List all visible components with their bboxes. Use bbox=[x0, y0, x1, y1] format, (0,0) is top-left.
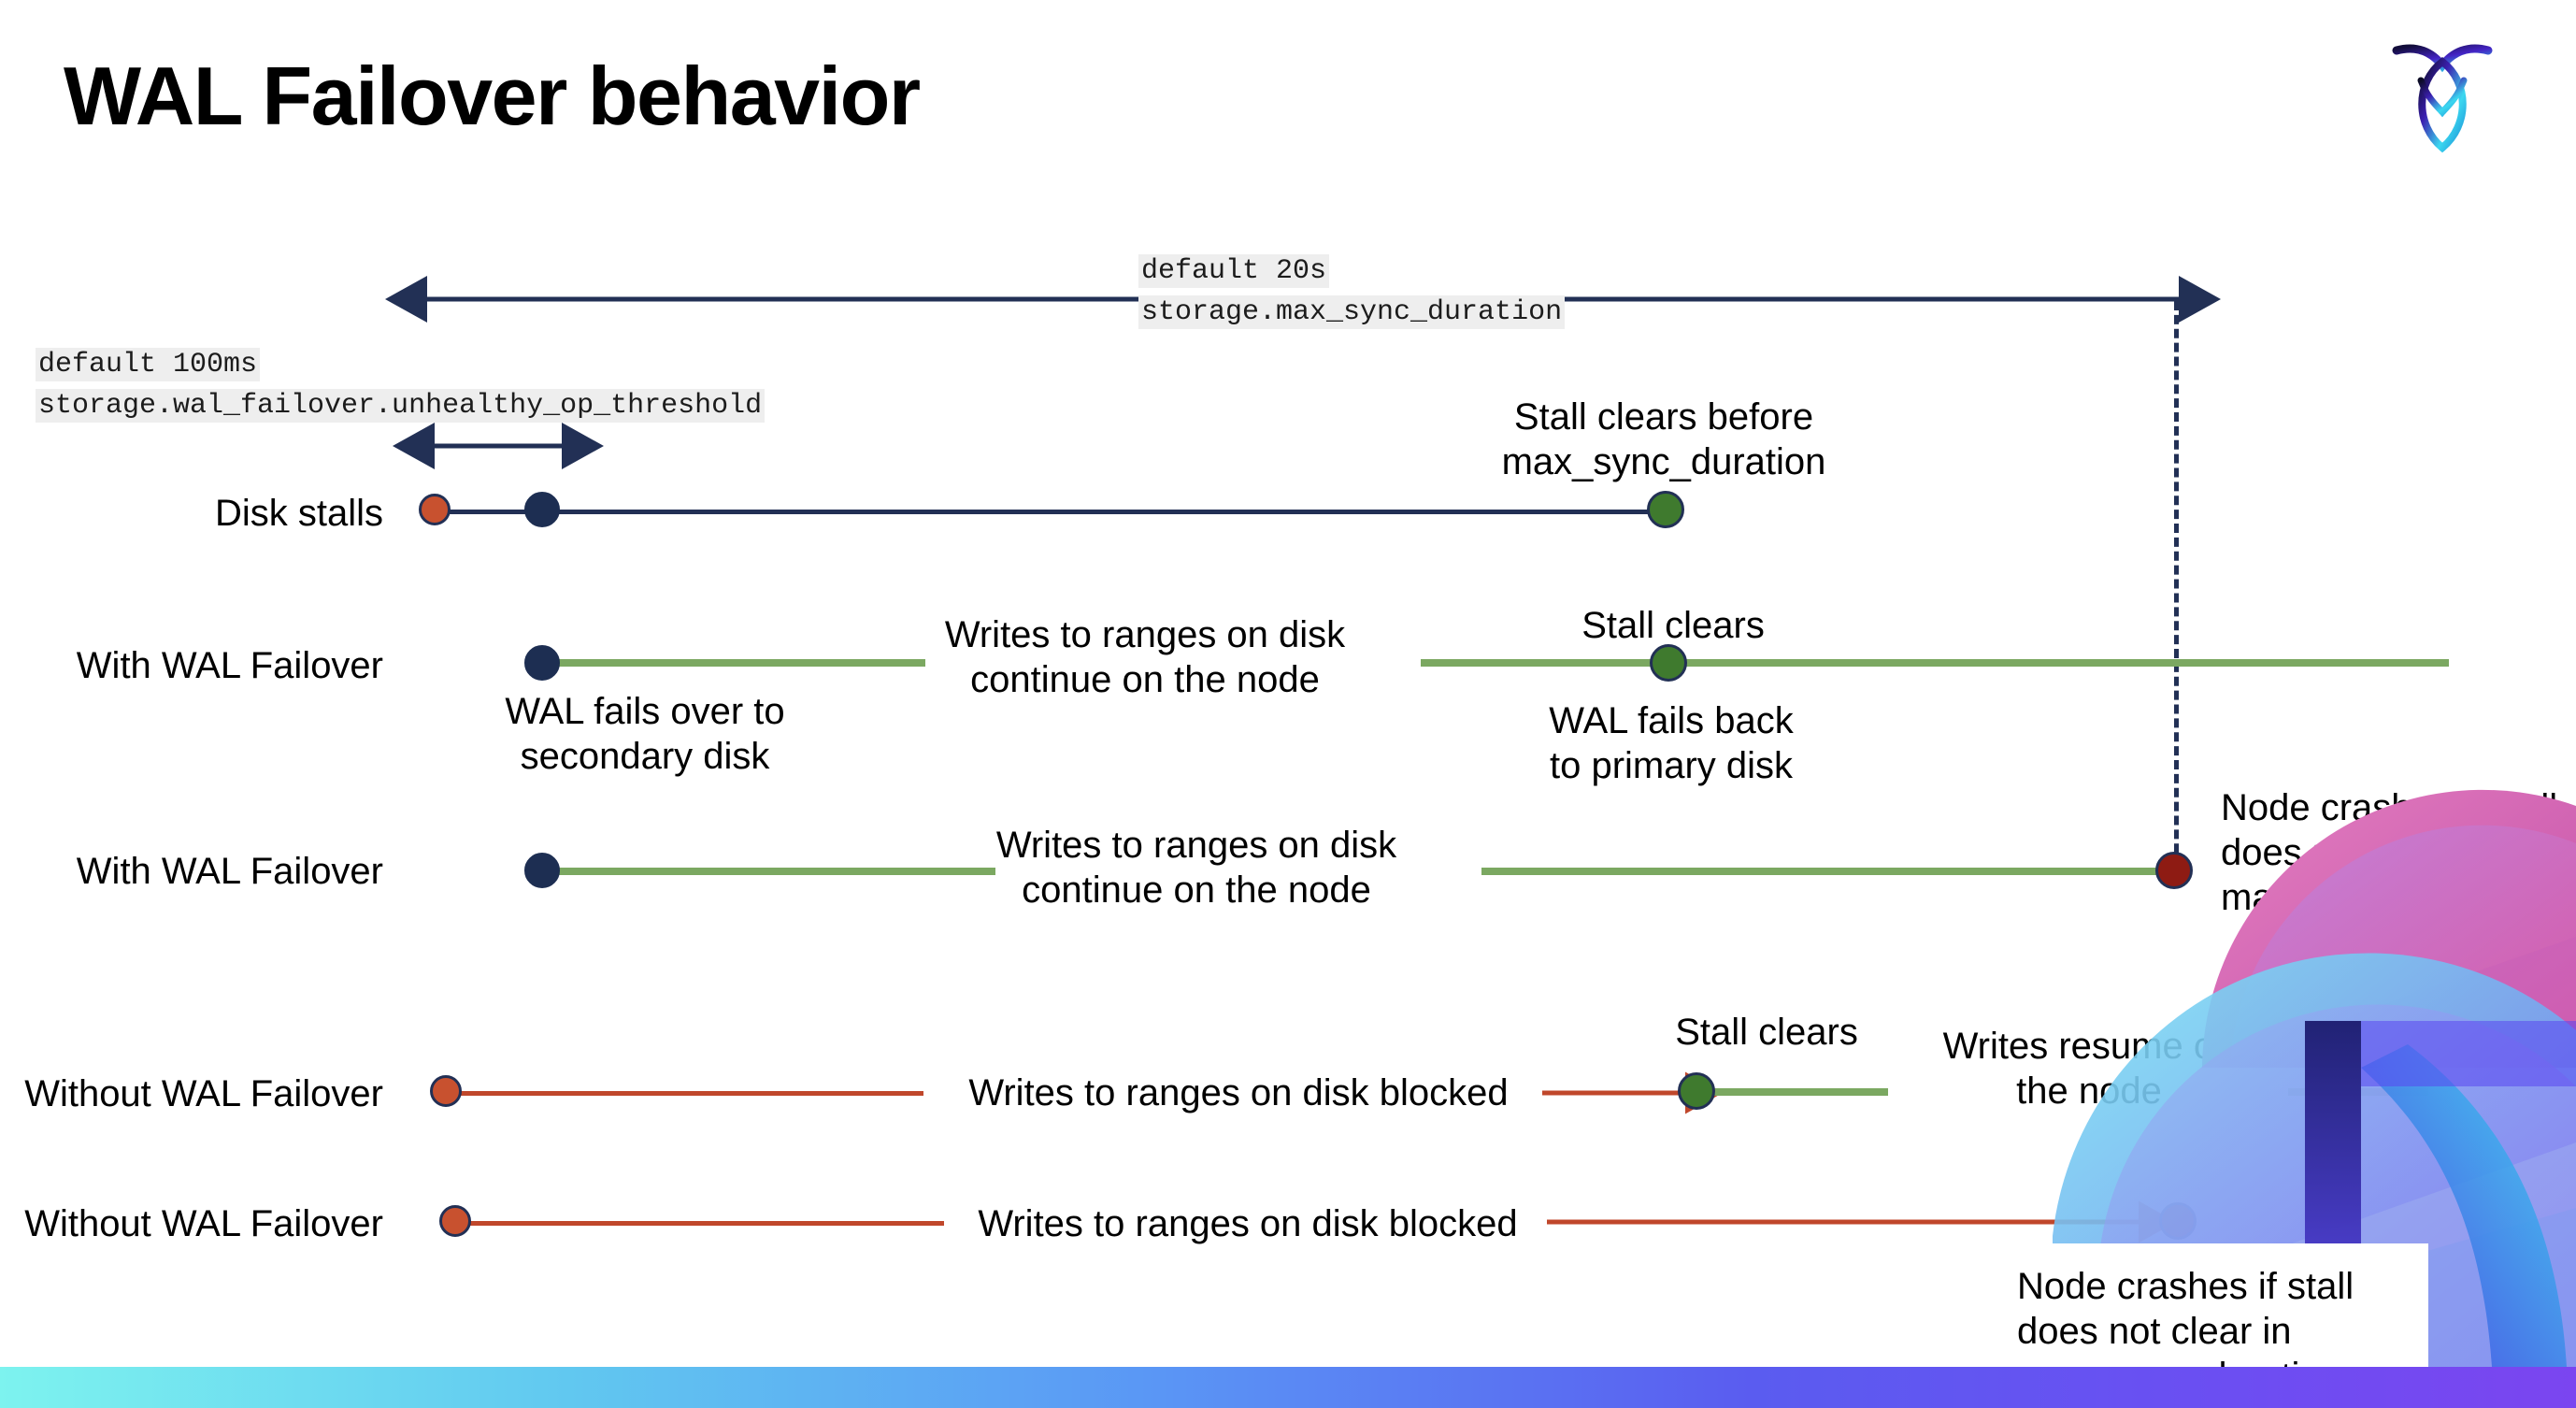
page-title: WAL Failover behavior bbox=[64, 50, 921, 142]
row-label-with-wal-failover-2: With WAL Failover bbox=[76, 851, 383, 892]
note-node-crashes-1: Node crashes if stall does not clear in … bbox=[2221, 787, 2558, 918]
wal-failover-start-marker-1 bbox=[524, 645, 560, 681]
note-node-crashes-2: Node crashes if stall does not clear in … bbox=[2017, 1266, 2354, 1397]
note-writes-blocked-2: Writes to ranges on disk blocked bbox=[978, 1203, 1518, 1244]
note-stall-clears-2: Stall clears bbox=[1675, 1012, 1858, 1053]
with-wal-failover-2-segment-b bbox=[1481, 868, 2173, 875]
without-wal-failover-stall-start-1 bbox=[430, 1075, 462, 1107]
unhealthy-default-label: default 100ms bbox=[36, 344, 765, 385]
node-crash-marker-1 bbox=[2155, 852, 2193, 889]
without-wal-failover-1-resume-b bbox=[2288, 1088, 2428, 1096]
without-wal-failover-2-blocked-a bbox=[458, 1221, 944, 1226]
max-sync-setting-label: storage.max_sync_duration bbox=[1138, 292, 1566, 333]
disk-stall-clear-marker bbox=[1647, 491, 1684, 528]
without-wal-failover-1-blocked-a bbox=[447, 1091, 923, 1096]
unhealthy-setting-label: storage.wal_failover.unhealthy_op_thresh… bbox=[36, 385, 766, 426]
max-sync-default-label: default 20s bbox=[1138, 251, 1565, 292]
max-sync-duration-guideline bbox=[2174, 301, 2179, 881]
note-writes-continue-1: Writes to ranges on disk continue on the… bbox=[944, 614, 1346, 700]
note-stall-clears-1: Stall clears bbox=[1581, 605, 1765, 646]
node-crash-marker-2 bbox=[2159, 1202, 2197, 1240]
note-wal-fails-over: WAL fails over to secondary disk bbox=[505, 691, 785, 777]
cockroachdb-logo bbox=[2382, 28, 2503, 159]
with-wal-failover-1-segment-b bbox=[1421, 659, 2449, 667]
unhealthy-op-threshold-range-arrow bbox=[393, 423, 604, 469]
without-wal-failover-2-blocked-arrow bbox=[1547, 1200, 2176, 1243]
wal-failback-marker bbox=[1650, 644, 1687, 682]
row-label-without-wal-failover-2: Without WAL Failover bbox=[24, 1203, 383, 1244]
note-writes-blocked-1: Writes to ranges on disk blocked bbox=[968, 1072, 1509, 1113]
row-label-without-wal-failover-1: Without WAL Failover bbox=[24, 1073, 383, 1114]
note-writes-resume: Writes resume on the node bbox=[1942, 1026, 2236, 1112]
row-label-with-wal-failover-1: With WAL Failover bbox=[76, 645, 383, 686]
unhealthy-op-threshold-callout: default 100ms storage.wal_failover.unhea… bbox=[36, 344, 766, 426]
with-wal-failover-2-segment-a bbox=[537, 868, 995, 875]
note-writes-continue-2: Writes to ranges on disk continue on the… bbox=[995, 825, 1397, 911]
note-stall-clears-before-max-sync: Stall clears before max_sync_duration bbox=[1501, 396, 1826, 482]
disk-stall-start-marker bbox=[419, 494, 451, 525]
disk-stalls-timeline bbox=[436, 510, 1679, 514]
without-wal-failover-1-resume-a bbox=[1710, 1088, 1888, 1096]
note-wal-fails-back: WAL fails back to primary disk bbox=[1549, 700, 1794, 786]
row-label-disk-stalls: Disk stalls bbox=[214, 493, 383, 534]
failover-trigger-marker bbox=[524, 492, 560, 527]
max-sync-duration-callout: default 20s storage.max_sync_duration bbox=[1138, 251, 1566, 333]
wal-failover-start-marker-2 bbox=[524, 853, 560, 888]
bottom-gradient-bar bbox=[0, 1367, 2576, 1408]
without-wal-failover-stall-start-2 bbox=[439, 1205, 471, 1237]
without-wal-failover-stall-clear-marker bbox=[1678, 1072, 1715, 1110]
with-wal-failover-1-segment-a bbox=[537, 659, 925, 667]
without-wal-failover-1-blocked-arrow bbox=[1542, 1071, 1723, 1114]
